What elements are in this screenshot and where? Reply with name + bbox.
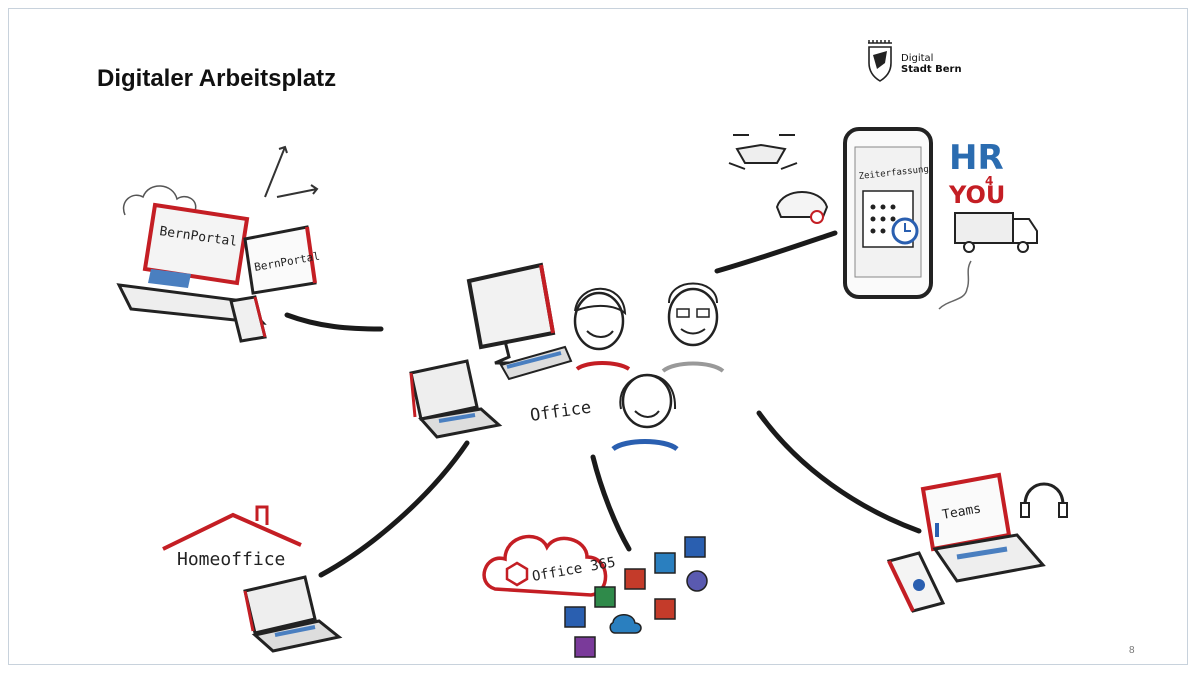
hr4you-logo: HR 4 YOU bbox=[948, 138, 1005, 209]
smartphone-zeiterfassung: Zeiterfassung bbox=[843, 127, 933, 299]
laptop-bernportal: BernPortal bbox=[116, 202, 267, 325]
office-cluster: Office bbox=[409, 262, 725, 452]
onenote-icon bbox=[574, 636, 596, 658]
bern-bear-crest-icon bbox=[868, 40, 892, 82]
word-icon bbox=[564, 606, 586, 628]
logo-line1: Digital bbox=[901, 53, 934, 64]
connector-bottom-right bbox=[756, 410, 922, 534]
onedrive-icon bbox=[609, 614, 642, 634]
connector-top-right bbox=[714, 230, 838, 274]
teams-label: Teams bbox=[941, 501, 982, 523]
teams-cluster: Teams bbox=[886, 472, 1068, 613]
excel-icon bbox=[594, 586, 616, 608]
robot-mower-icon bbox=[775, 191, 829, 224]
logo-stadt-bern: Digital Stadt Bern bbox=[865, 39, 975, 91]
connector-left bbox=[284, 312, 384, 332]
office365-cluster: Office 365 bbox=[482, 534, 708, 658]
bernportal-cluster: BernPortal BernPortal bbox=[116, 145, 321, 343]
laptop-teams: Teams bbox=[920, 472, 1046, 583]
homeoffice-cluster: Homeoffice bbox=[162, 505, 343, 653]
headset-icon bbox=[1020, 482, 1068, 518]
laptop-homeoffice bbox=[243, 575, 343, 653]
person-man-right bbox=[661, 282, 725, 373]
sketch-illustration: BernPortal BernPortal bbox=[116, 127, 1068, 658]
hr-text: HR bbox=[949, 138, 1004, 178]
tablet-bernportal: BernPortal bbox=[243, 225, 321, 295]
office-app-icons bbox=[564, 536, 708, 658]
laptop-office bbox=[409, 359, 503, 439]
connector-bottom-center bbox=[590, 454, 632, 552]
desktop-monitor bbox=[466, 262, 573, 381]
office-logo-icon bbox=[505, 561, 529, 587]
office-label: Office bbox=[529, 398, 593, 426]
arrow-up-icon bbox=[264, 145, 288, 198]
truck-icon bbox=[954, 212, 1038, 253]
cloud-icon bbox=[122, 185, 197, 216]
connector-lines bbox=[284, 230, 922, 578]
homeoffice-label: Homeoffice bbox=[177, 549, 285, 570]
drone-icon bbox=[728, 134, 798, 170]
slide: Digitaler Arbeitsplatz Digital Stadt Ber… bbox=[8, 8, 1188, 665]
slide-title: Digitaler Arbeitsplatz bbox=[97, 65, 337, 92]
hr-four-text: 4 bbox=[985, 174, 993, 188]
smartphone-small bbox=[229, 295, 267, 343]
person-woman-bottom bbox=[611, 373, 679, 452]
teams-app-icon bbox=[686, 570, 708, 592]
person-woman-left bbox=[573, 287, 631, 371]
arrow-right-icon bbox=[276, 184, 319, 198]
outlook-icon bbox=[654, 552, 676, 574]
powerpoint-icon bbox=[624, 568, 646, 590]
access-icon bbox=[654, 598, 676, 620]
logo-line2: Stadt Bern bbox=[901, 64, 962, 75]
you-text: YOU bbox=[948, 181, 1005, 209]
sharepoint-icon bbox=[684, 536, 706, 558]
page-number: 8 bbox=[1129, 645, 1135, 656]
logo-text: Digital Stadt Bern bbox=[901, 53, 962, 75]
smartphone-teams bbox=[886, 551, 946, 613]
connector-bottom-left bbox=[318, 440, 470, 578]
house-roof-icon bbox=[162, 512, 302, 551]
hr-cluster: Zeiterfassung HR 4 YOU bbox=[728, 127, 1038, 310]
